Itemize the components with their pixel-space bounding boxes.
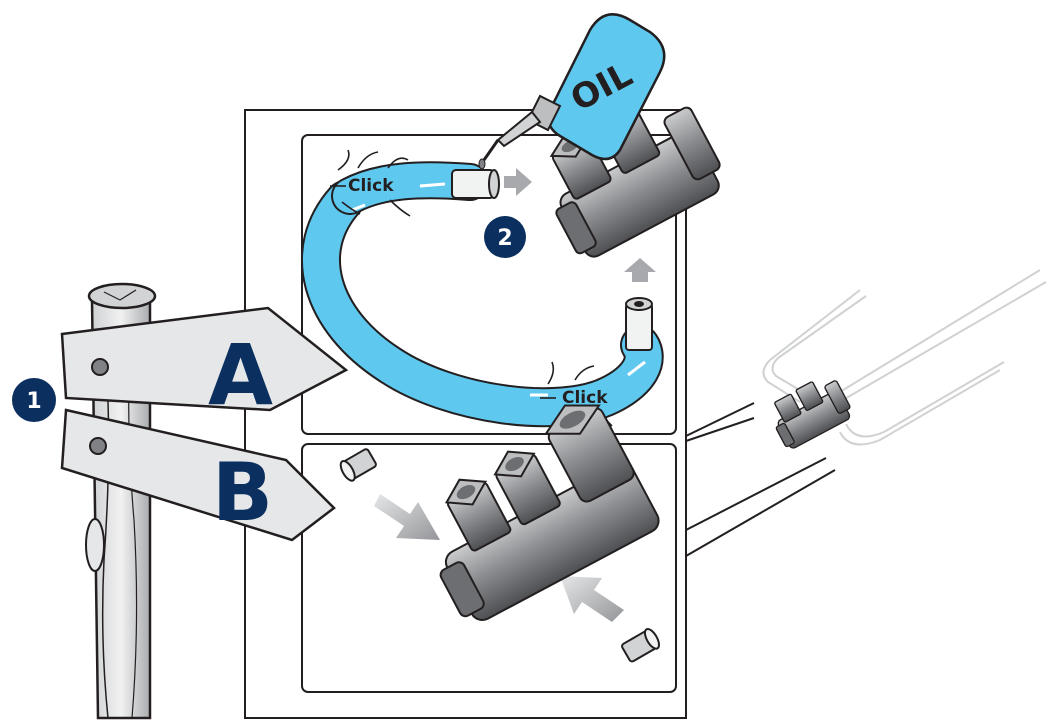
oil-bottle-icon [478,13,666,170]
valve-fitting-icon [774,380,851,449]
click-label-bottom: Click [562,388,608,408]
click-burst-top [330,149,411,217]
blue-tube [301,161,664,428]
step-1-label: 1 [26,389,41,414]
step-1-badge [12,378,56,422]
detail-tubing [762,269,1047,446]
push-arrow-icon [374,494,440,540]
end-plug-icon [339,448,377,482]
push-arrow-icon [624,258,656,282]
step-2-badge [484,216,526,258]
click-label-top: Click [348,176,394,196]
valve-fitting-icon [439,404,660,621]
sign-b [60,408,336,542]
push-arrow-icon [560,576,624,622]
sign-b-label: B [212,446,273,539]
end-plug-icon [621,628,660,663]
sign-a-label: A [208,326,273,424]
step-2-label: 2 [497,226,512,251]
pipe-insert-top [451,169,500,199]
sign-a [60,306,349,412]
pipe-insert-vertical [625,297,653,351]
push-arrow-icon [504,168,532,196]
callout-lines [685,402,836,557]
